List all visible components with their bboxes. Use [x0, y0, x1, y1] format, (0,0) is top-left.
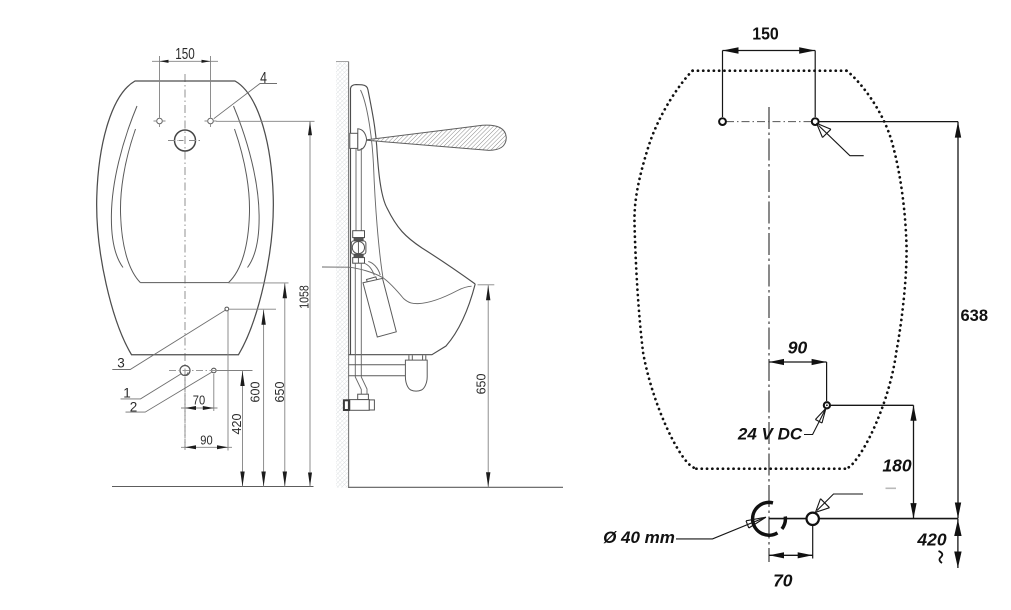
- svg-text:70: 70: [193, 393, 205, 408]
- svg-text:90: 90: [788, 338, 808, 358]
- svg-text:420: 420: [230, 414, 244, 435]
- svg-text:650: 650: [474, 374, 488, 395]
- svg-text:2: 2: [130, 400, 138, 415]
- svg-text:150: 150: [175, 46, 195, 63]
- svg-text:150: 150: [752, 24, 779, 44]
- svg-text:600: 600: [249, 382, 263, 403]
- svg-text:4: 4: [260, 70, 267, 87]
- svg-text:90: 90: [200, 432, 212, 447]
- svg-text:638: 638: [961, 307, 989, 325]
- svg-text:Ø 40 mm: Ø 40 mm: [603, 528, 675, 547]
- svg-text:180: 180: [882, 456, 911, 476]
- svg-text:70: 70: [773, 571, 793, 591]
- svg-text:1058: 1058: [297, 285, 312, 309]
- svg-text:24 V DC: 24 V DC: [737, 425, 803, 444]
- svg-text:420: 420: [916, 530, 946, 550]
- svg-text:1: 1: [123, 386, 131, 401]
- svg-text:3: 3: [117, 356, 125, 371]
- svg-text:650: 650: [273, 382, 287, 403]
